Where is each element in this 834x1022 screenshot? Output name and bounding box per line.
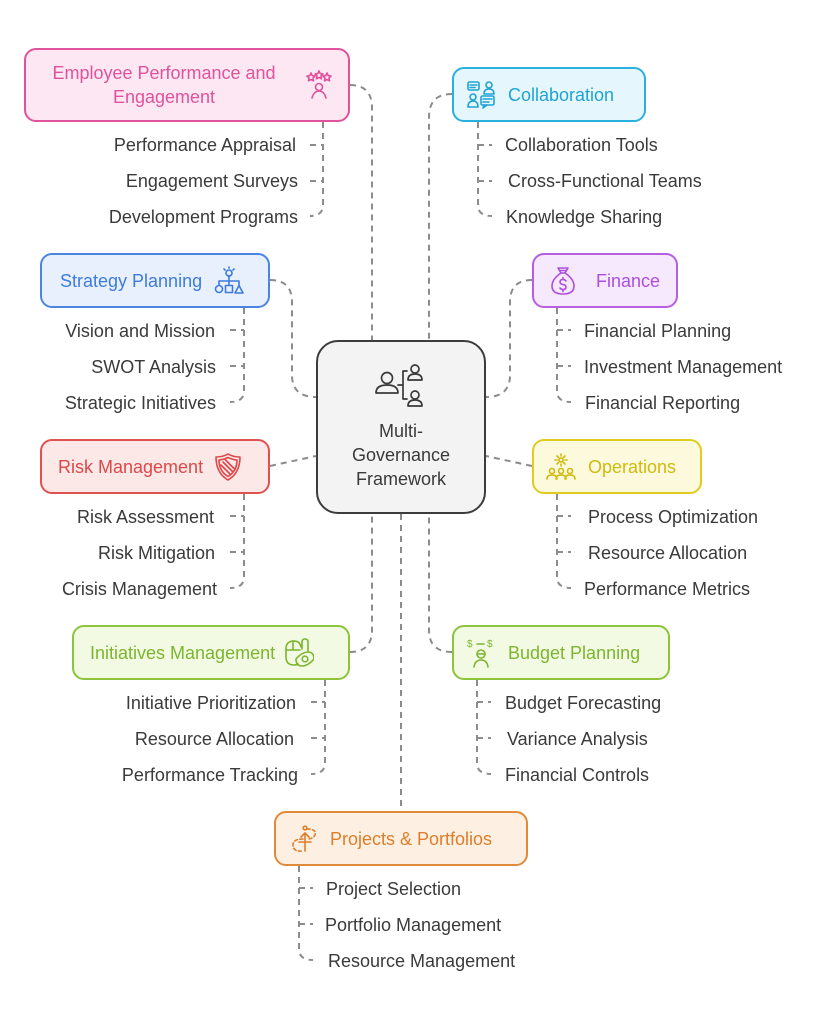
branch-projects-portfolios[interactable]: Projects & Portfolios [274, 811, 528, 866]
center-title: Multi- Governance Framework [336, 419, 466, 491]
branch-label: Projects & Portfolios [330, 828, 493, 849]
svg-text:$: $ [467, 639, 473, 650]
branch-label: Strategy Planning [60, 270, 203, 291]
sub-item: Performance Tracking [121, 765, 298, 785]
branch-label: Employee Performance and Engagement [26, 61, 302, 109]
dollar-person-icon: $ $ [464, 636, 498, 670]
gear-team-icon [544, 450, 578, 484]
sub-item: Financial Planning [584, 321, 732, 341]
connector-finance [485, 279, 533, 398]
branch-label: Initiatives Management [90, 642, 276, 663]
chat-people-icon [464, 78, 498, 112]
sub-item: Budget Forecasting [505, 693, 662, 713]
sub-item: SWOT Analysis [91, 357, 216, 377]
org-hierarchy-icon [375, 364, 423, 407]
idea-structure-icon [212, 264, 246, 298]
sub-item: Collaboration Tools [505, 135, 658, 155]
sub-item: Resource Management [328, 951, 516, 971]
center-title-line: Multi- [379, 421, 423, 441]
branch-initiatives-management[interactable]: Initiatives Management [72, 625, 350, 680]
sub-item: Development Programs [108, 207, 298, 227]
sub-item: Performance Metrics [584, 579, 751, 599]
connector-budget [428, 514, 453, 653]
sub-item: Strategic Initiatives [64, 393, 216, 413]
branch-label: Budget Planning [508, 642, 641, 663]
branch-budget-planning[interactable]: $ $ Budget Planning [452, 625, 670, 680]
connector-collaboration [428, 93, 453, 340]
shield-icon [211, 450, 245, 484]
connector-strategy [269, 279, 317, 398]
branch-label: Finance [596, 270, 661, 291]
connector-operations [485, 455, 533, 467]
branch-finance[interactable]: Finance [532, 253, 678, 308]
star-person-icon [302, 68, 336, 102]
branch-employee-performance[interactable]: Employee Performance and Engagement [24, 48, 350, 122]
sub-item: Project Selection [326, 879, 462, 899]
center-title-line: Framework [355, 469, 446, 489]
sub-item: Risk Mitigation [97, 543, 215, 563]
sub-item: Initiative Prioritization [125, 693, 296, 713]
sub-item: Risk Assessment [76, 507, 214, 527]
branch-label: Operations [588, 456, 677, 477]
sub-item: Investment Management [584, 357, 783, 377]
sub-item: Resource Allocation [588, 543, 748, 563]
branch-operations[interactable]: Operations [532, 439, 702, 494]
sub-item: Financial Controls [505, 765, 650, 785]
branch-label-line: Engagement [112, 87, 216, 107]
sub-item: Engagement Surveys [125, 171, 298, 191]
center-node[interactable]: Multi- Governance Framework [316, 340, 486, 514]
branch-label: Collaboration [508, 84, 615, 105]
svg-text:$: $ [487, 639, 493, 650]
sub-item: Variance Analysis [507, 729, 648, 749]
sub-item: Financial Reporting [585, 393, 741, 413]
sub-item: Resource Allocation [134, 729, 294, 749]
sub-item: Knowledge Sharing [506, 207, 663, 227]
branch-strategy-planning[interactable]: Strategy Planning [40, 253, 270, 308]
branch-collaboration[interactable]: Collaboration [452, 67, 646, 122]
connector-risk [269, 455, 317, 467]
sub-item: Vision and Mission [65, 321, 215, 341]
sub-item: Process Optimization [588, 507, 759, 527]
sub-item: Portfolio Management [325, 915, 502, 935]
sub-item: Crisis Management [61, 579, 217, 599]
path-arrow-icon [288, 822, 322, 856]
sub-item: Performance Appraisal [113, 135, 296, 155]
connector-initiatives [349, 514, 373, 653]
sub-item: Cross-Functional Teams [508, 171, 702, 191]
center-title-line: Governance [351, 445, 451, 465]
mouse-eye-icon [281, 636, 315, 670]
branch-risk-management[interactable]: Risk Management [40, 439, 270, 494]
money-bag-icon [546, 264, 580, 298]
connector-employee [349, 84, 373, 340]
branch-label: Risk Management [58, 456, 204, 477]
branch-label-line: Employee Performance and [52, 63, 276, 83]
